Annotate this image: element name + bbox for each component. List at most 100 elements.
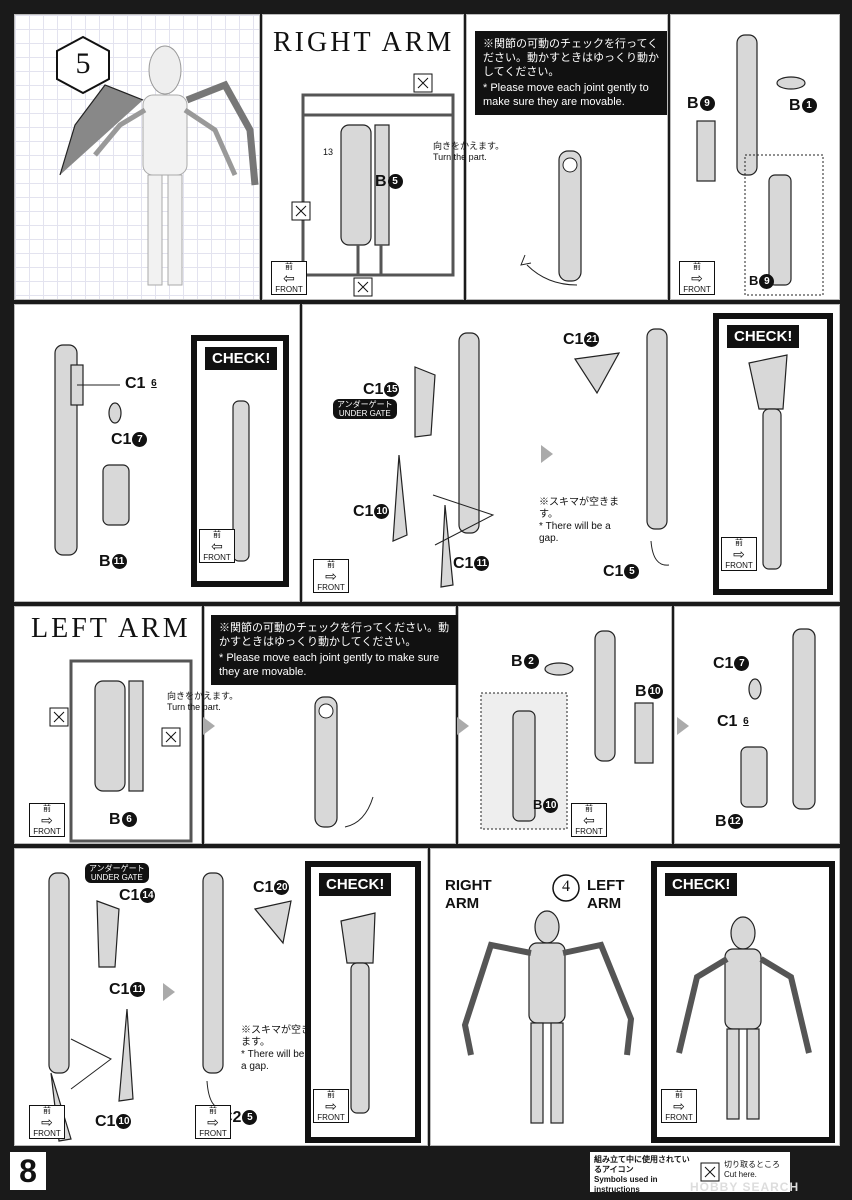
- arm-joint-diagram: [520, 150, 582, 286]
- joint-notice: ※関節の可動のチェックを行ってください。動かすときはゆっくり動かしてください。 …: [211, 615, 459, 685]
- cut-here-icon: [291, 201, 311, 221]
- arrow-right-icon: ⇨: [41, 1114, 53, 1130]
- front-indicator: 前⇨FRONT: [679, 261, 715, 295]
- gap-note: ※スキマが空きます。* There will be a gap.: [539, 497, 619, 544]
- arm-joint-diagram: [314, 696, 374, 828]
- forearm-assembly-diagram: [573, 328, 670, 566]
- turn-part-note: 向きをかえます。Turn the part.: [167, 691, 239, 712]
- front-indicator: 前⇨FRONT: [29, 1105, 65, 1139]
- assembled-forearm: [340, 912, 376, 1114]
- check-box: CHECK! 前⇦FRONT: [191, 335, 289, 587]
- cut-here-icon: [161, 727, 181, 747]
- cut-here-icon: [49, 707, 69, 727]
- runner-b-diagram: [69, 659, 193, 843]
- cut-here-icon: [353, 277, 373, 297]
- step5-overview-panel: 5: [14, 14, 260, 300]
- gap-note: ※スキマが空きます。* There will be a gap.: [241, 1025, 311, 1072]
- joint-notice: ※関節の可動のチェックを行ってください。動かすときはゆっくり動かしてください。 …: [475, 31, 667, 115]
- arrow-right-icon: ⇨: [733, 546, 745, 562]
- step-number-badge: [56, 35, 110, 95]
- arm-armor-diagram: [392, 332, 495, 588]
- step-arrow-icon: [541, 445, 553, 463]
- forearm-diagram: [54, 344, 130, 556]
- forearm-diagram: [740, 628, 816, 810]
- front-indicator: 前⇨FRONT: [313, 559, 349, 593]
- left-arm-label: LEFT ARM: [587, 877, 625, 912]
- left-arm-joint-check-panel: ※関節の可動のチェックを行ってください。動かすときはゆっくり動かしてください。 …: [167, 606, 459, 844]
- left-arm-title: LEFT ARM: [31, 613, 191, 644]
- figure-silhouette: [59, 45, 259, 286]
- check-box: CHECK! 前⇨FRONT: [305, 861, 421, 1143]
- arrow-right-icon: ⇨: [691, 270, 703, 286]
- step-number: 5: [75, 47, 91, 80]
- step-ref-badge: [552, 874, 580, 902]
- check-box: CHECK! 前⇨FRONT: [713, 313, 833, 595]
- front-indicator: 前⇦FRONT: [571, 803, 607, 837]
- watermark: HOBBY SEARCH: [690, 1180, 800, 1194]
- arrow-right-icon: ⇨: [207, 1114, 219, 1130]
- arrow-right-icon: ⇨: [673, 1098, 685, 1114]
- arrow-left-icon: ⇦: [283, 270, 295, 286]
- runner-b-diagram: [301, 93, 455, 277]
- front-indicator: 前⇨FRONT: [313, 1089, 349, 1123]
- upper-arm-diagram: [480, 630, 654, 830]
- cut-here-icon: [413, 73, 433, 93]
- arrow-right-icon: ⇨: [325, 1098, 337, 1114]
- cut-here-icon: [700, 1162, 720, 1182]
- front-indicator: 前⇨FRONT: [29, 803, 65, 837]
- forearm-assembly-diagram: [202, 872, 292, 1110]
- figure-with-arms: [461, 910, 635, 1124]
- assembled-forearm: [232, 400, 250, 562]
- page-number: 8: [10, 1152, 46, 1190]
- front-indicator: 前⇨FRONT: [661, 1089, 697, 1123]
- turn-part-note: 向きをかえます。Turn the part.: [433, 141, 505, 162]
- step-arrow-icon: [203, 717, 215, 735]
- arrow-right-icon: ⇨: [325, 568, 337, 584]
- front-indicator: 前⇦FRONT: [199, 529, 235, 563]
- final-check-panel: RIGHT ARM LEFT ARM 4 CHECK! 前⇨FRONT: [430, 848, 840, 1146]
- arrow-left-icon: ⇦: [211, 538, 223, 554]
- right-arm-label: RIGHT ARM: [445, 877, 492, 912]
- arm-armor-diagram: [48, 872, 134, 1142]
- assembled-forearm: [748, 354, 788, 570]
- upper-arm-diagram: [696, 34, 824, 296]
- assembled-figure: [676, 916, 812, 1120]
- step-ref-number: 4: [562, 878, 570, 895]
- front-indicator: 前⇨FRONT: [195, 1105, 231, 1139]
- arrow-left-icon: ⇦: [583, 812, 595, 828]
- check-box: CHECK! 前⇨FRONT: [651, 861, 835, 1143]
- right-arm-joint-check-panel: ※関節の可動のチェックを行ってください。動かすときはゆっくり動かしてください。 …: [433, 14, 668, 300]
- front-indicator: 前⇨FRONT: [721, 537, 757, 571]
